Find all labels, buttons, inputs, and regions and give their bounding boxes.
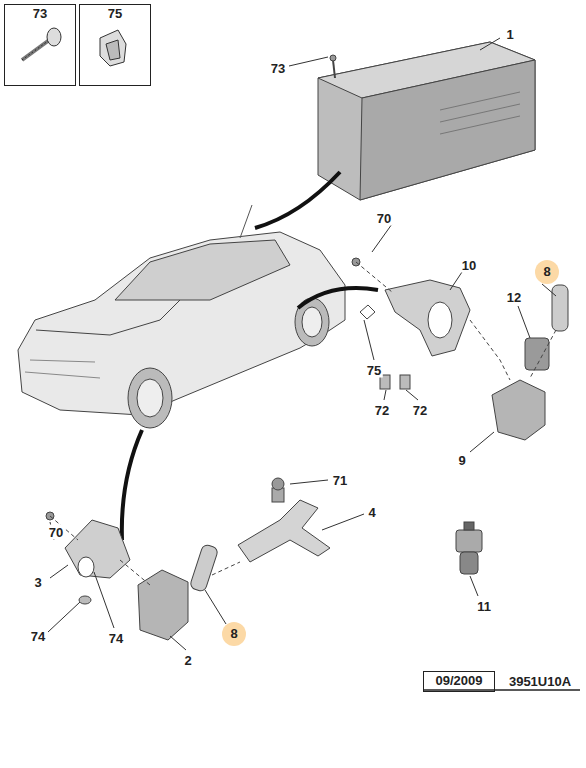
callout-number: 73 xyxy=(5,5,75,22)
inset-75 xyxy=(100,30,126,66)
rear-bracket-10 xyxy=(352,258,470,389)
callout-number: 9 xyxy=(456,453,467,468)
callout-number: 71 xyxy=(331,473,349,488)
ecu-box xyxy=(318,42,535,200)
date-box: 09/2009 xyxy=(423,671,495,692)
drawing-reference: 3951U10A xyxy=(507,674,573,689)
callout-number: 1 xyxy=(504,27,515,42)
rear-sensor-9 xyxy=(470,285,568,440)
callout-number: 70 xyxy=(47,525,65,540)
callout-number: 74 xyxy=(29,629,47,644)
callout-number: 75 xyxy=(80,5,150,22)
callout-number: 3 xyxy=(32,575,43,590)
inset-box: 73 xyxy=(4,4,76,86)
footer-rule xyxy=(423,689,580,691)
inset-box: 75 xyxy=(79,4,151,86)
callout-number: 09/2009 xyxy=(424,672,494,689)
callout-number: 72 xyxy=(373,403,391,418)
car-body xyxy=(18,205,345,428)
leader-lines xyxy=(48,38,556,650)
callout-number: 73 xyxy=(269,61,287,76)
switch-11 xyxy=(456,522,482,574)
callout-number: 75 xyxy=(365,363,383,378)
callout-number: 70 xyxy=(375,211,393,226)
callout-number: 8 xyxy=(222,622,246,646)
callout-number: 74 xyxy=(107,631,125,646)
callout-number: 11 xyxy=(475,599,493,614)
front-sensor-2 xyxy=(120,544,240,640)
callout-number: 10 xyxy=(460,258,478,273)
inset-73 xyxy=(22,28,61,60)
locator-curves xyxy=(122,172,378,540)
front-bracket-3 xyxy=(46,512,130,604)
callout-number: 8 xyxy=(535,260,559,284)
callout-number: 2 xyxy=(182,653,193,668)
callout-number: 72 xyxy=(411,403,429,418)
callout-number: 4 xyxy=(366,505,377,520)
front-bracket-4 xyxy=(238,478,330,562)
callout-number: 12 xyxy=(505,290,523,305)
